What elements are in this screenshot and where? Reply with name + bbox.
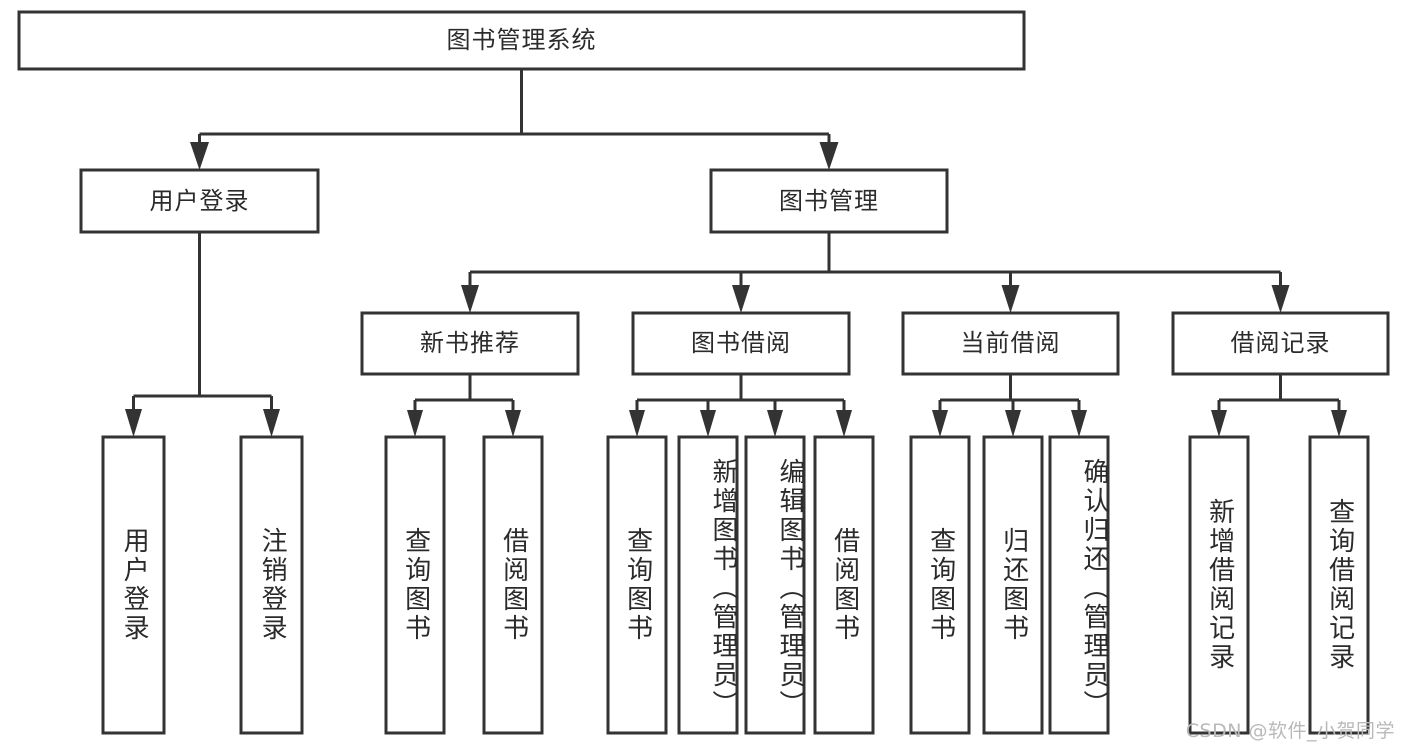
arrow-icon-borrowbook-2 [836, 410, 852, 437]
node-box-new-book-recommend[interactable] [360, 311, 580, 376]
node-box-leaf-confirm-return[interactable] [1048, 435, 1110, 735]
node-box-user-login[interactable] [79, 168, 320, 234]
arrow-icon-addrecord [1211, 410, 1227, 437]
node-box-leaf-logout[interactable] [239, 435, 304, 735]
arrow-icon-book-mgmt [819, 142, 839, 170]
edge-current-to-leaves [932, 374, 1087, 437]
arrow-icon-confirmreturn [1071, 410, 1087, 437]
arrow-icon-editbook [767, 410, 783, 437]
edge-userlogin-to-leaves [125, 232, 280, 437]
arrow-icon-borrow [732, 285, 750, 313]
edge-records-to-leaves [1211, 374, 1347, 437]
node-box-current-borrow[interactable] [901, 311, 1120, 376]
edge-root-to-level2 [190, 69, 839, 170]
node-box-leaf-query-book-2[interactable] [606, 435, 668, 735]
arrow-icon-query-1 [407, 410, 423, 437]
watermark-text: CSDN @软件_小贺同学 [1185, 720, 1395, 742]
arrow-icon-borrowbook-1 [505, 410, 521, 437]
node-box-leaf-borrow-book-2[interactable] [813, 435, 875, 735]
node-box-leaf-user-login[interactable] [101, 435, 166, 735]
arrow-icon-current [1001, 285, 1020, 313]
node-box-book-borrow[interactable] [631, 311, 851, 376]
node-box-book-management[interactable] [709, 168, 949, 234]
arrow-icon-newbooks [461, 285, 479, 313]
node-box-leaf-add-record[interactable] [1188, 435, 1250, 735]
arrow-icon-query-2 [629, 410, 645, 437]
arrow-icon-queryrecord [1331, 410, 1347, 437]
node-box-leaf-query-book-1[interactable] [384, 435, 446, 735]
edge-bookmgmt-to-level3 [461, 232, 1290, 313]
arrow-icon-query-3 [932, 410, 948, 437]
node-box-borrow-records[interactable] [1171, 311, 1390, 376]
node-box-leaf-edit-book[interactable] [744, 435, 806, 735]
arrow-icon-return [1005, 410, 1021, 437]
arrow-icon-leaf-logout [263, 409, 280, 437]
arrow-icon-user-login [190, 142, 209, 170]
edge-newbooks-to-leaves [407, 374, 521, 437]
node-box-leaf-return-book[interactable] [982, 435, 1044, 735]
arrow-icon-addbook [700, 410, 716, 437]
node-box-leaf-add-book[interactable] [677, 435, 739, 735]
arrow-icon-records [1271, 285, 1290, 313]
node-box-root[interactable] [17, 10, 1026, 71]
edge-borrow-to-leaves [629, 374, 852, 437]
arrow-icon-leaf-userlogin [125, 409, 142, 437]
node-box-leaf-query-book-3[interactable] [909, 435, 971, 735]
node-box-leaf-query-record[interactable] [1308, 435, 1370, 735]
node-box-leaf-borrow-book-1[interactable] [482, 435, 544, 735]
